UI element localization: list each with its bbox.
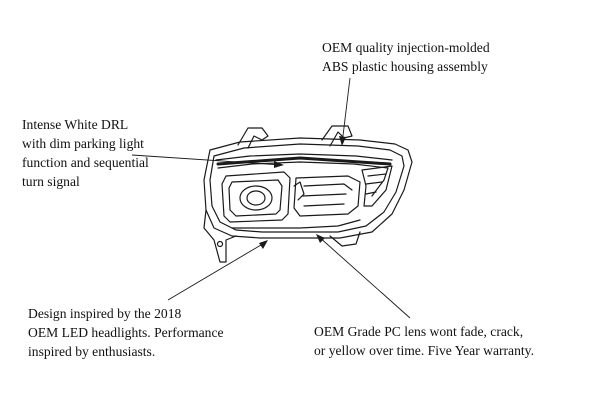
callout-design-line-3: inspired by enthusiasts. (28, 344, 156, 359)
housing-outer (203, 137, 413, 239)
leader-drl (131, 154, 283, 166)
projector-frame (221, 171, 291, 223)
arrowhead-lens (316, 234, 325, 243)
projector-lens-inner (246, 190, 266, 206)
reflector-detail (293, 181, 305, 201)
lower-mount-right (329, 231, 361, 247)
turn-signal-lines (365, 173, 387, 195)
drl-bar-lower (217, 161, 389, 197)
callout-housing-line-2: ABS plastic housing assembly (322, 59, 488, 74)
callout-design: Design inspired by the 2018 OEM LED head… (28, 304, 224, 361)
arrowhead-design (259, 240, 268, 249)
projector-inner (228, 179, 283, 217)
callout-housing-line-1: OEM quality injection-molded (322, 40, 490, 55)
callout-drl-line-4: turn signal (22, 174, 80, 189)
projector-lens (239, 185, 273, 211)
callout-lens-line-1: OEM Grade PC lens wont fade, crack, (314, 324, 524, 339)
reflector-frame (293, 175, 361, 217)
reflector-inner-3 (303, 203, 345, 207)
reflector-inner-1 (303, 183, 353, 191)
callout-drl-line-2: with dim parking light (22, 136, 144, 151)
housing-inner-rim (209, 143, 405, 233)
turn-signal-corner (361, 165, 393, 207)
drl-bar-fill (216, 156, 392, 166)
leader-lens (317, 235, 411, 319)
lower-accent (231, 219, 361, 229)
callout-drl-line-1: Intense White DRL (22, 117, 129, 132)
leader-housing (341, 77, 351, 145)
callout-design-line-2: OEM LED headlights. Performance (28, 325, 224, 340)
arrowhead-housing (339, 136, 346, 146)
callout-housing: OEM quality injection-molded ABS plastic… (322, 38, 490, 76)
arrowhead-drl (274, 161, 284, 168)
callout-lens-line-2: or yellow over time. Five Year warranty. (314, 343, 534, 358)
mount-hole (216, 240, 224, 248)
callout-design-line-1: Design inspired by the 2018 (28, 306, 182, 321)
mount-bracket-right (321, 125, 353, 147)
callout-lens: OEM Grade PC lens wont fade, crack, or y… (314, 322, 534, 360)
lower-mount-tab (203, 209, 237, 263)
reflector-inner-2 (301, 193, 347, 197)
leader-design (167, 241, 267, 301)
callout-drl-line-3: function and sequential (22, 155, 149, 170)
drl-bar-upper (215, 153, 393, 161)
mount-bracket-left (237, 127, 269, 149)
callout-drl: Intense White DRL with dim parking light… (22, 115, 149, 191)
